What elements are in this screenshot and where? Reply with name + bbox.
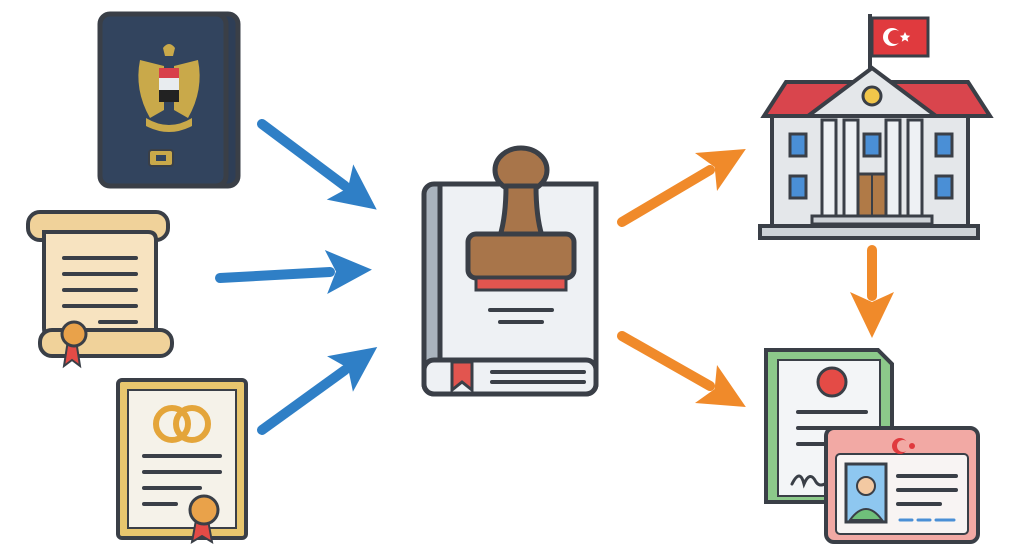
ribbon-seal-icon <box>60 320 88 369</box>
arrow-marriage-to-notary <box>257 329 391 435</box>
passport-icon <box>97 11 241 189</box>
arrow-passport-to-notary <box>257 119 390 228</box>
rubber-stamp-icon <box>465 145 577 292</box>
arrow-notary-to-building <box>617 129 757 227</box>
id-card-documents-icon <box>764 348 980 544</box>
marriage-certificate-icon <box>116 378 248 544</box>
stamp-book-icon <box>421 145 599 397</box>
wedding-rings-icon <box>153 405 211 443</box>
scroll-certificate-icon <box>26 210 174 369</box>
arrow-notary-to-documents <box>617 331 757 427</box>
eagle-emblem-icon <box>138 44 200 132</box>
crescent-star-icon <box>892 438 915 454</box>
flag-icon <box>868 14 930 76</box>
medal-seal-icon <box>188 494 220 544</box>
arrow-scroll-to-notary <box>215 247 374 294</box>
avatar-icon <box>844 462 888 524</box>
arrow-building-to-documents <box>850 245 894 338</box>
government-building-icon <box>758 14 994 240</box>
